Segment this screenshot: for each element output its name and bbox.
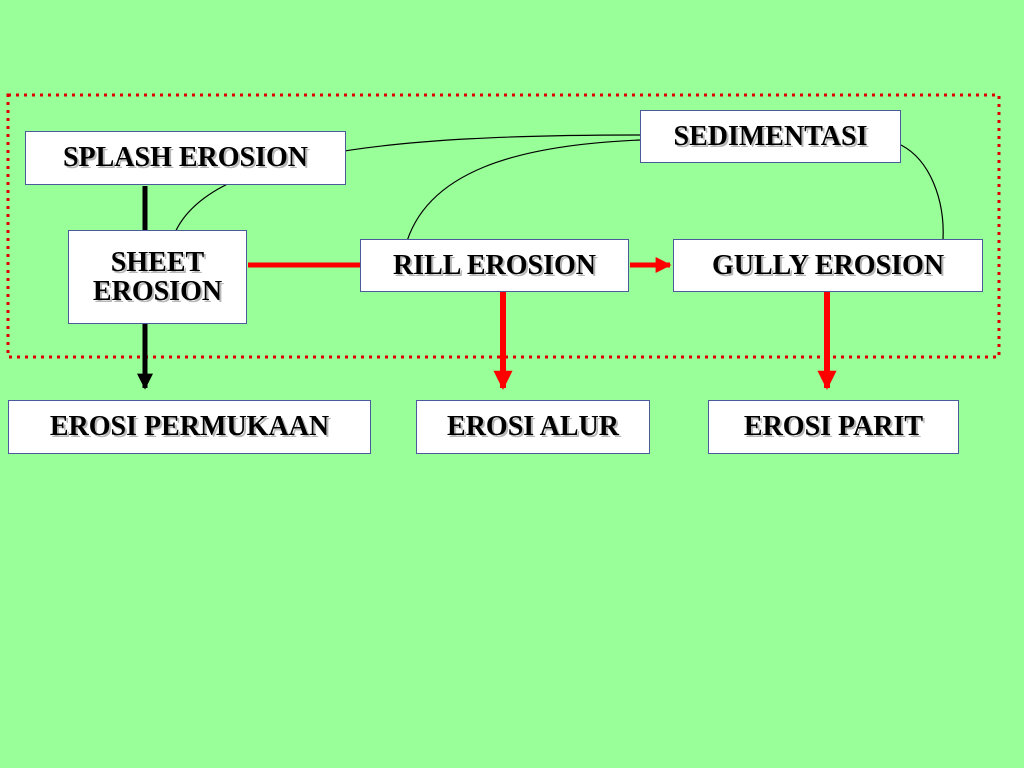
process-group-frame xyxy=(6,93,1001,359)
node-erosi-alur: EROSI ALUR xyxy=(416,400,650,454)
node-gully-erosion: GULLY EROSION xyxy=(673,239,983,292)
node-erosi-permukaan: EROSI PERMUKAAN xyxy=(8,400,371,454)
edge-gully-to-sedimentasi xyxy=(900,144,944,241)
node-erosi-parit: EROSI PARIT xyxy=(708,400,959,454)
node-sedimentasi: SEDIMENTASI xyxy=(640,110,901,163)
node-splash-erosion: SPLASH EROSION xyxy=(25,131,346,185)
node-rill-erosion: RILL EROSION xyxy=(360,239,629,292)
node-sheet-erosion: SHEET EROSION xyxy=(68,230,247,324)
edge-rill-to-sedimentasi xyxy=(404,139,641,249)
